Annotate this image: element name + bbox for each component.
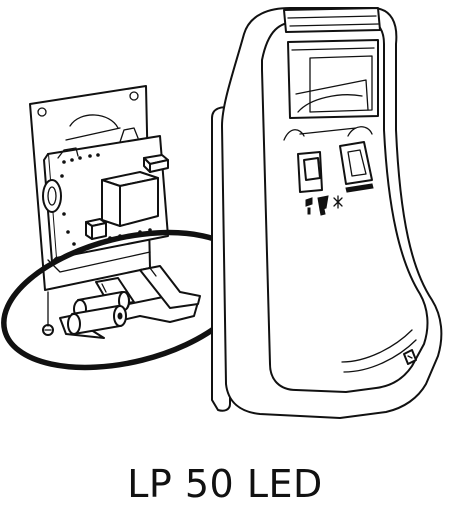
mounting-hole — [37, 107, 47, 117]
capacitor — [42, 179, 62, 213]
product-label: LP 50 LED — [127, 462, 323, 506]
mounting-hole — [129, 91, 139, 101]
light-window — [287, 39, 379, 119]
toggle-switch[interactable] — [303, 157, 321, 181]
device-housing — [211, 7, 443, 419]
circuit-board-assembly — [29, 85, 169, 291]
battery-holder — [42, 265, 201, 339]
indicator-icons — [305, 195, 343, 216]
